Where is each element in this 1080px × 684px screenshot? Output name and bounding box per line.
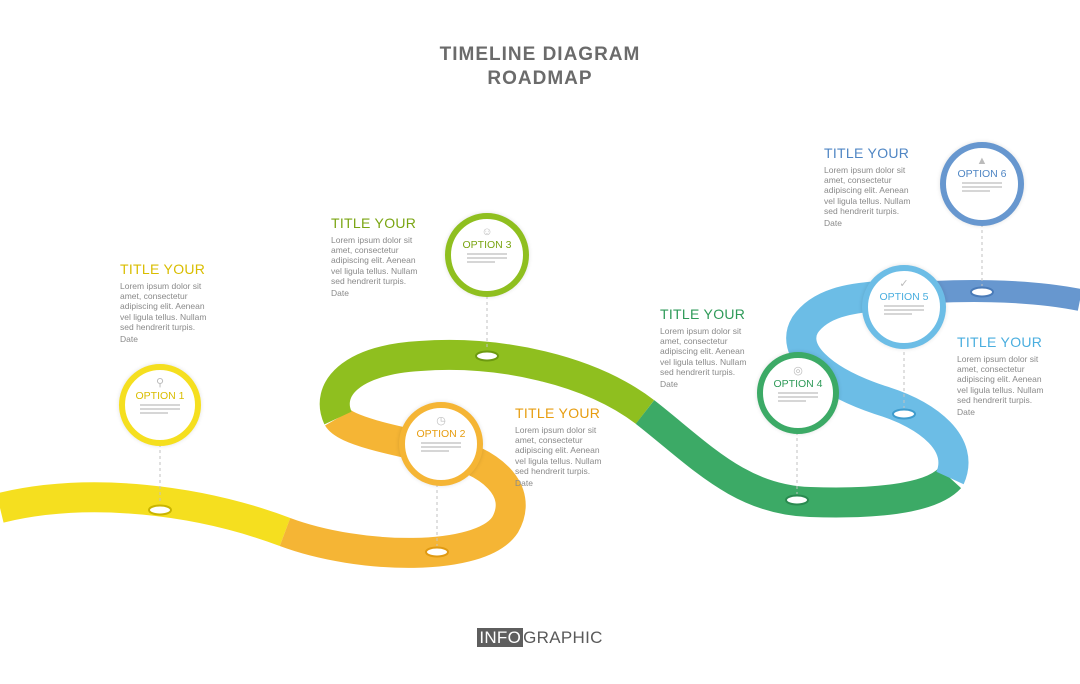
option-3-circle: ☺ OPTION 3 [445, 213, 529, 297]
milestone-1-date: Date [120, 334, 138, 345]
milestone-2-body: Lorem ipsum dolor sit amet, consectetur … [515, 425, 602, 476]
milestone-6-title: TITLE YOUR [824, 145, 910, 161]
milestone-1-body: Lorem ipsum dolor sit amet, consectetur … [120, 281, 207, 332]
milestone-3-title: TITLE YOUR [331, 215, 417, 231]
option-3-label: OPTION 3 [462, 239, 512, 251]
option-1-text-lines [140, 404, 180, 414]
milestone-4-text: TITLE YOUR Lorem ipsum dolor sit amet, c… [660, 306, 756, 389]
milestone-1-text: TITLE YOUR Lorem ipsum dolor sit amet, c… [120, 261, 216, 344]
marker-1 [148, 504, 172, 516]
search-icon: ⚲ [155, 377, 165, 389]
marker-6 [970, 286, 994, 298]
milestone-3-text: TITLE YOUR Lorem ipsum dolor sit amet, c… [331, 215, 427, 298]
option-3-text-lines [467, 253, 507, 263]
option-4-circle: ◎ OPTION 4 [757, 352, 839, 434]
option-6-text-lines [962, 182, 1002, 192]
milestone-1-title: TITLE YOUR [120, 261, 206, 277]
milestone-5-date: Date [957, 407, 975, 418]
milestone-2-date: Date [515, 478, 533, 489]
milestone-2-text: TITLE YOUR Lorem ipsum dolor sit amet, c… [515, 405, 611, 488]
option-4-label: OPTION 4 [773, 378, 823, 390]
milestone-6-text: TITLE YOUR Lorem ipsum dolor sit amet, c… [824, 145, 920, 228]
marker-5 [892, 408, 916, 420]
milestone-6-body: Lorem ipsum dolor sit amet, consectetur … [824, 165, 911, 216]
option-1-circle: ⚲ OPTION 1 [119, 364, 201, 446]
option-4-text-lines [778, 392, 818, 402]
footer-brand-rest: GRAPHIC [523, 628, 603, 647]
milestone-4-date: Date [660, 379, 678, 390]
marker-2 [425, 546, 449, 558]
clock-icon: ◷ [436, 415, 446, 427]
road-segment-green [635, 400, 962, 518]
road-segment-yellow [0, 482, 291, 547]
road-segment-lime [319, 339, 655, 425]
milestone-3-date: Date [331, 288, 349, 299]
milestone-5-body: Lorem ipsum dolor sit amet, consectetur … [957, 354, 1044, 405]
option-2-text-lines [421, 442, 461, 452]
option-5-text-lines [884, 305, 924, 315]
milestone-4-body: Lorem ipsum dolor sit amet, consectetur … [660, 326, 747, 377]
milestone-5-title: TITLE YOUR [957, 334, 1043, 350]
diagram-title: TIMELINE DIAGRAM [439, 44, 641, 65]
option-1-label: OPTION 1 [135, 390, 185, 402]
chart-icon: ▲ [976, 155, 988, 167]
milestone-5-text: TITLE YOUR Lorem ipsum dolor sit amet, c… [957, 334, 1053, 417]
milestone-4-title: TITLE YOUR [660, 306, 746, 322]
diagram-subtitle: ROADMAP [487, 68, 593, 89]
option-2-circle: ◷ OPTION 2 [399, 402, 483, 486]
option-5-circle: ✓ OPTION 5 [862, 265, 946, 349]
check-icon: ✓ [899, 278, 909, 290]
head-icon: ☺ [481, 226, 493, 238]
target-icon: ◎ [793, 365, 803, 377]
marker-3 [475, 350, 499, 362]
option-2-label: OPTION 2 [416, 428, 466, 440]
footer-brand-highlight: INFO [477, 628, 524, 647]
road-segment-orange [279, 408, 526, 568]
milestone-6-date: Date [824, 218, 842, 229]
marker-4 [785, 494, 809, 506]
option-5-label: OPTION 5 [879, 291, 929, 303]
milestone-2-title: TITLE YOUR [515, 405, 601, 421]
option-6-circle: ▲ OPTION 6 [940, 142, 1024, 226]
milestone-3-body: Lorem ipsum dolor sit amet, consectetur … [331, 235, 418, 286]
option-6-label: OPTION 6 [957, 168, 1007, 180]
